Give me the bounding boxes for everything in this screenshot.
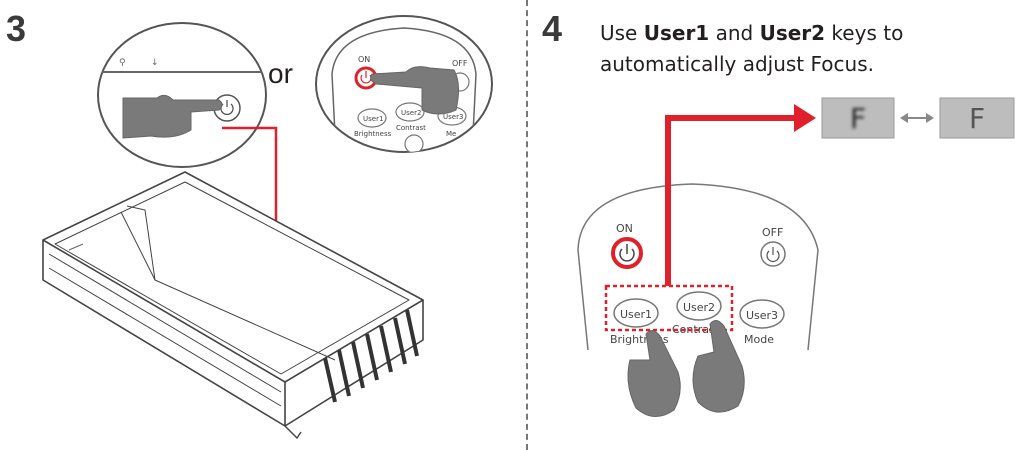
hand-pointer-icon: [627, 330, 681, 417]
user1-button[interactable]: [613, 298, 659, 328]
user2-label: User2: [683, 301, 715, 314]
brightness-label: Brightness: [354, 130, 392, 138]
mode-label: Mode: [744, 333, 774, 346]
user3-label: User3: [443, 113, 463, 121]
contrast-label: Contrast: [396, 124, 426, 132]
step-number: 3: [6, 8, 27, 49]
off-label: OFF: [452, 59, 468, 68]
or-label: or: [268, 58, 293, 89]
user2-button[interactable]: [676, 291, 722, 321]
remote-zoom: ON OFF User1 User2 User3 Brightness Cont…: [315, 15, 493, 153]
hand-pointer-icon: [370, 66, 460, 115]
user3-button[interactable]: [739, 299, 785, 329]
step-divider: [526, 0, 528, 450]
projector-illustration: [42, 171, 424, 440]
power-icon: [619, 244, 635, 262]
arrow-head-icon: [794, 104, 816, 132]
mode-label: Me: [446, 130, 456, 138]
off-label: OFF: [762, 226, 783, 239]
instruction-text: Use User1 and User2 keys to automaticall…: [600, 21, 904, 76]
power-icon: [766, 247, 780, 262]
blurred-letter: F: [850, 102, 866, 135]
focus-comparison: F F: [821, 97, 1015, 139]
sharp-focus-box: [939, 97, 1015, 139]
user1-label: User1: [363, 115, 383, 123]
svg-text:⚲: ⚲: [119, 58, 126, 68]
user3-label: User3: [746, 309, 778, 322]
hand-pointer-icon: [692, 320, 745, 413]
user2-key-label: User2: [759, 21, 826, 45]
remote-illustration: ON OFF User1 User2 User3 Brightness Cont…: [577, 104, 819, 417]
step-number: 4: [542, 8, 563, 49]
user1-key-label: User1: [643, 21, 710, 45]
user2-label: User2: [401, 109, 421, 117]
step-4-panel: 4 Use User1 and User2 keys to automatica…: [532, 0, 1032, 450]
svg-text:↓: ↓: [151, 58, 159, 68]
user1-label: User1: [620, 308, 652, 321]
hand-pointer-icon: [122, 94, 223, 139]
on-label: ON: [616, 222, 633, 235]
sharp-letter: F: [969, 102, 985, 135]
on-label: ON: [358, 55, 370, 64]
blurred-focus-box: [821, 97, 895, 139]
step-3-panel: 3 ⚲ ↓ or ON OFF: [6, 8, 493, 440]
projector-top-zoom: ⚲ ↓: [97, 22, 267, 168]
double-arrow-icon: [900, 113, 934, 123]
